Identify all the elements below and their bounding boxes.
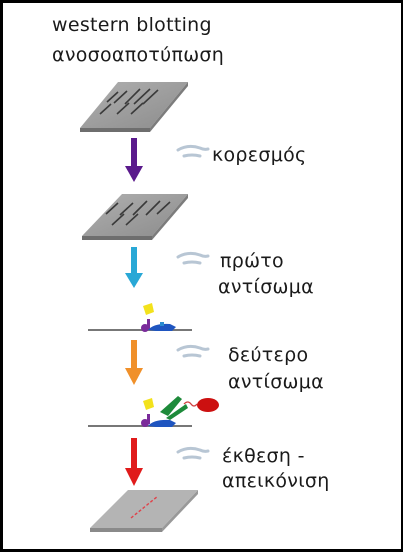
hand-pointer-icon	[176, 344, 210, 358]
step-2-label-line-1: πρώτο	[220, 250, 284, 272]
protein-bands	[105, 200, 171, 226]
primary-antibody-complex	[88, 303, 192, 332]
step-3-label-line-2: αντίσωμα	[228, 371, 324, 393]
membrane-1	[80, 82, 188, 132]
step-4-label-line-1: έκθεση -	[222, 445, 305, 467]
arrow-step-3	[125, 340, 143, 385]
arrow-step-1	[125, 138, 143, 182]
step-4-label-line-2: απεικόνιση	[222, 470, 330, 492]
secondary-antibody-complex	[88, 396, 219, 427]
arrow-step-4	[125, 438, 143, 486]
signal-band	[130, 495, 159, 519]
title-line-2: ανοσοαποτύπωση	[52, 44, 225, 66]
membrane-2	[82, 194, 188, 240]
step-3-label-line-1: δεύτερο	[228, 344, 309, 366]
step-1-label: κορεσμός	[212, 144, 307, 166]
hand-pointer-icon	[176, 446, 210, 460]
hand-pointer-icon	[176, 251, 210, 265]
arrow-step-2	[125, 247, 143, 288]
protein-bands	[99, 88, 159, 115]
step-2-label-line-2: αντίσωμα	[218, 276, 314, 298]
title-line-1: western blotting	[52, 14, 212, 36]
detection-membrane	[90, 490, 198, 532]
hand-pointer-icon	[176, 144, 210, 158]
